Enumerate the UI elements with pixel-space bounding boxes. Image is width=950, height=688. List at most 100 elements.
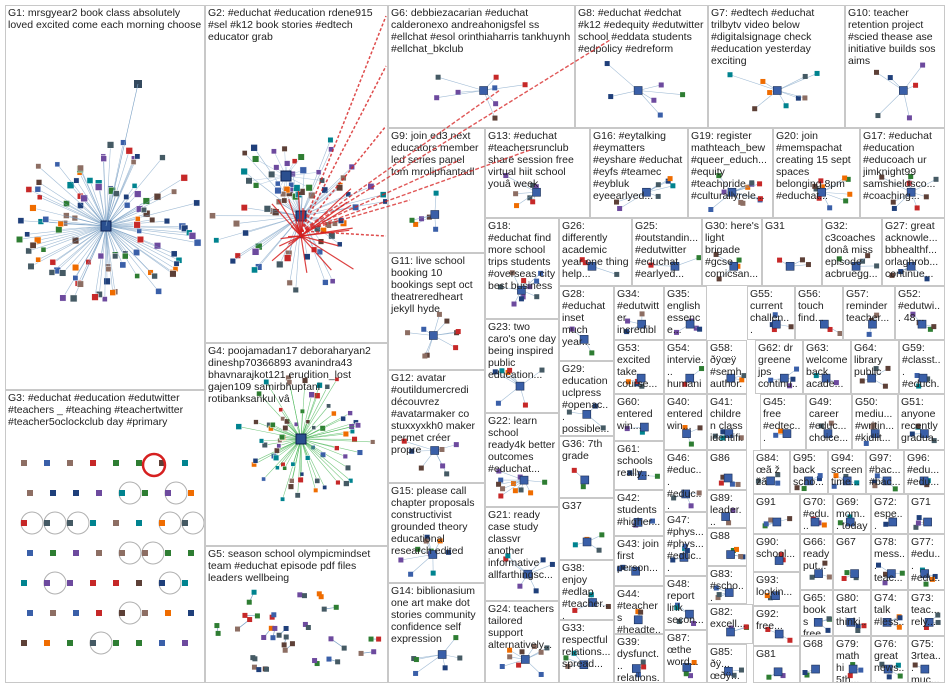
hub-node [846,618,856,627]
user-node [376,636,382,642]
user-node [268,625,274,631]
hub-node [867,373,876,383]
user-node [165,610,171,616]
user-node [571,467,577,473]
user-node [929,576,935,582]
user-node [735,481,741,487]
hub-node [580,475,590,485]
edge [105,202,197,227]
user-node [847,673,853,679]
user-node [316,382,323,389]
group-graph-g17 [879,174,939,211]
user-node [825,627,831,633]
user-node [492,85,498,91]
hub-node [520,655,530,664]
user-node [822,560,828,566]
user-node [614,199,620,205]
user-node [513,191,519,197]
user-node [683,671,689,677]
group-graph-g52 [910,311,937,332]
group-graph-g94 [831,473,860,489]
group-label: G59: #classt... #educh... kridijul... [902,342,941,393]
user-node [693,325,699,331]
user-node [764,593,770,599]
user-node [286,379,293,385]
user-node [333,604,339,610]
hub-node [918,373,928,383]
group-label: G28: #educhat inset much year... [562,288,609,348]
user-node [342,453,348,459]
user-node [727,72,733,78]
user-node [883,521,889,527]
group-cell-g57: G57: reminder teacher... [843,286,895,340]
group-cell-g8: G8: #educhat #edchat #k12 #edequity #edu… [575,5,708,128]
user-node [415,546,421,552]
group-graph-g1 [16,80,202,303]
group-label: G12: avatar #outildumercredi découvrez #… [391,372,478,456]
edge [300,235,332,271]
user-node [149,216,156,223]
group-cell-g52: G52: #edutwi... 48... [895,286,945,340]
edge [300,424,359,440]
group-graph-g14 [411,635,463,676]
group-cell-g2: G2: #educhat #education rdene915 #sel #k… [205,5,388,343]
edge [300,438,347,484]
edge [271,203,302,237]
user-node [281,197,288,204]
user-node [328,636,334,642]
user-node [276,632,282,638]
hub-node [906,187,916,197]
edge [263,438,302,480]
group-graph-g96 [919,476,931,488]
group-graph-g7 [727,70,820,112]
edge [606,63,639,91]
user-node [134,190,142,198]
hub-node [842,476,852,486]
user-node [299,166,307,174]
group-label: G58: ðÿœÿ #semh author... [710,342,743,393]
user-node [635,609,641,615]
group-label: G74: talk #less... [874,592,905,636]
user-node [833,380,839,386]
user-node [302,621,308,627]
user-node [67,520,73,526]
hub-node [820,319,829,329]
user-node [708,207,714,213]
user-node [44,580,50,586]
hub-node [814,569,823,578]
user-node [69,294,78,303]
user-node [721,189,727,195]
group-label: G84: œã ž žã [756,452,783,488]
user-node [572,542,578,548]
edge [43,225,107,250]
group-graph-g23 [492,367,545,408]
hub-node [637,471,647,480]
edge [105,225,180,261]
user-node [136,520,142,526]
user-node [720,435,726,441]
group-cell-g56: G56: touch find... [795,286,843,340]
edge [57,225,107,271]
group-cell-g21: G21: ready case study classvr another in… [485,507,559,601]
user-node [507,647,513,653]
edge [28,189,107,227]
hub-node [868,319,877,329]
edge [105,213,147,227]
edge [238,426,302,440]
user-node [540,557,546,563]
user-node [788,324,794,330]
group-label: G11: live school booking 10 bookings sep… [391,255,476,315]
hub-node [773,667,783,677]
user-node [671,495,677,501]
group-cell-g63: G63: welcome back acade... [803,340,851,394]
user-node [684,548,690,554]
user-node [682,381,688,387]
user-node [134,273,140,279]
user-node [639,383,645,389]
user-node [519,649,525,655]
group-graph-g79 [847,662,864,679]
edge [80,167,107,227]
edge [300,230,387,237]
hub-node [771,591,780,600]
group-graph-g29 [566,403,606,431]
